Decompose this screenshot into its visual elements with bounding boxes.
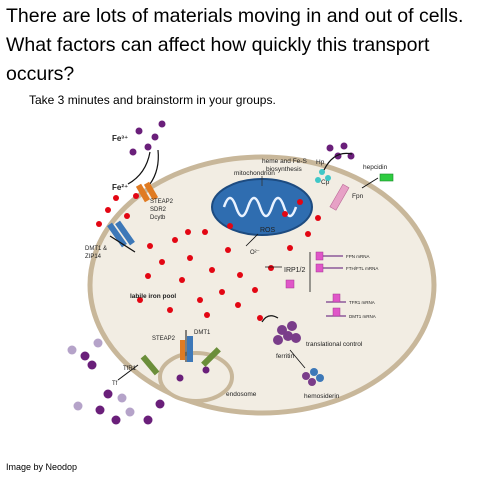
slide-subtitle: Take 3 minutes and brainstorm in your gr…	[29, 93, 276, 107]
dmt1-zip14-label-1: DMT1 &	[85, 246, 107, 252]
dmt1-mrna-strand	[326, 307, 346, 317]
tf-binding-arrow	[117, 364, 139, 381]
reduction-arrow-2	[149, 149, 159, 185]
steap2-top-label: STEAP2	[150, 199, 174, 205]
export-arrow	[323, 152, 353, 171]
hemosiderin-cluster	[302, 368, 324, 386]
tfr1-label: TfR1	[123, 366, 137, 372]
tfr1-mrna-strand	[326, 293, 346, 303]
hp-label: Hp	[316, 159, 325, 166]
sdr2-label: SDR2	[150, 207, 167, 213]
irp-protein	[285, 279, 295, 289]
steap2-top-protein	[135, 183, 151, 203]
translational-control-label: translational control	[306, 341, 363, 348]
dmt1-endosome-transporter	[187, 336, 193, 362]
dmt1-import-arrow	[109, 235, 136, 253]
fe2-label: Fe²⁺	[112, 183, 128, 192]
fe2-extracellular	[96, 193, 139, 227]
hepcidin-peptide	[379, 173, 394, 182]
fpn-label: Fpn	[352, 193, 364, 200]
endosome	[158, 351, 234, 403]
steap2-endosome	[180, 340, 185, 360]
hepcidin-inhibit-line	[361, 177, 379, 189]
tfr1-endosome	[201, 347, 221, 367]
heme-label-2: biosynthesis	[266, 166, 303, 173]
dmt1-zip14-label-2: ZIP14	[85, 254, 102, 260]
dcytb-label: Dcytb	[150, 215, 166, 221]
fpn-mrna-strand	[315, 251, 343, 261]
hepcidin-label: hepcidin	[363, 164, 388, 171]
cp-label: Cp	[321, 179, 330, 186]
dmt1-label: DMT1	[194, 330, 211, 336]
ros-arrow	[245, 233, 259, 247]
fe3-label: Fe³⁺	[112, 134, 128, 143]
mito-label: mitochondrion	[234, 170, 275, 177]
endosome-label: endosome	[226, 391, 257, 398]
labile-iron-pool-label: labile iron pool	[130, 293, 176, 300]
labile-iron-pool	[137, 223, 263, 321]
mitochondrion	[211, 178, 313, 236]
endosome-iron	[176, 366, 210, 382]
dmt1-mrna-label: DMT1 mRNA	[349, 314, 376, 319]
heme-label-1: heme and Fe-S	[262, 158, 307, 165]
fe3-ions	[129, 120, 166, 156]
cytoplasm-iron-right	[268, 199, 321, 271]
hemosiderin-arrow	[289, 349, 306, 369]
fe3-export	[326, 142, 355, 160]
ferritin-cluster	[273, 321, 301, 345]
reduction-arrow	[127, 151, 151, 185]
tf-label: Tf	[112, 381, 118, 387]
slide-title: There are lots of materials moving in an…	[6, 5, 464, 85]
ferritin-arrow	[261, 315, 279, 323]
steap2-top-protein-2	[143, 181, 159, 201]
ros-label: ROS	[260, 227, 276, 234]
hemosiderin-label: hemosiderin	[304, 393, 340, 400]
tfr1-receptor	[140, 354, 160, 376]
hp-cp-complex	[315, 169, 331, 183]
transferrin-molecules	[67, 338, 165, 425]
fpn-mrna-label: FPN mRNA	[346, 254, 370, 259]
image-credit: Image by Neodop	[6, 462, 78, 472]
dmt1-zip14-transporter	[107, 220, 135, 248]
cell-membrane	[87, 154, 437, 416]
fth-mrna-label: FTH/FTL mRNA	[346, 266, 378, 271]
steap2-bottom-label: STEAP2	[152, 336, 176, 342]
superoxide-label: O²⁻	[250, 250, 260, 256]
tfr1-mrna-label: TFR1 mRNA	[349, 300, 375, 305]
irp-label: IRP1/2	[284, 267, 306, 274]
fth-mrna-strand	[315, 263, 343, 273]
ferritin-label: ferritin	[276, 353, 294, 360]
ferroportin	[329, 183, 350, 211]
